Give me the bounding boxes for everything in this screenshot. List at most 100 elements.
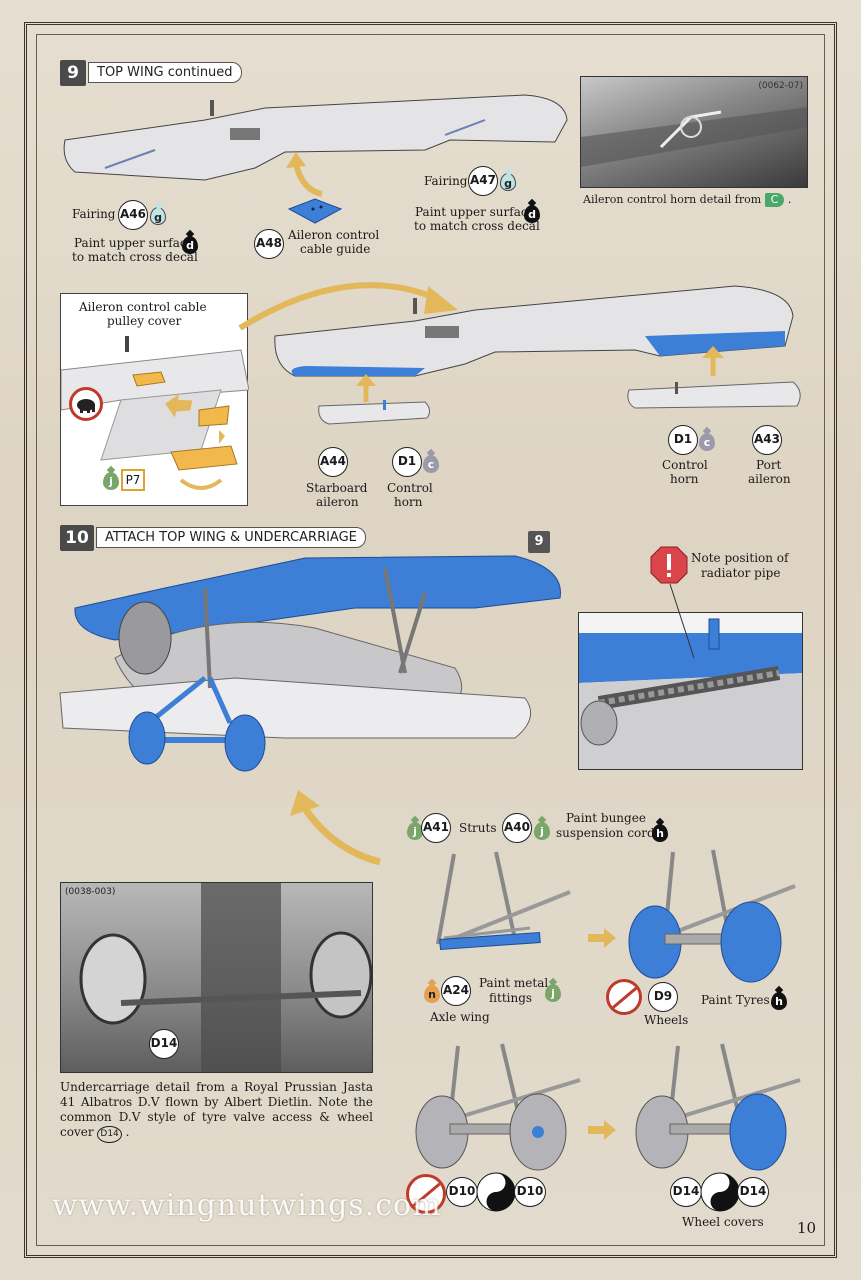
paint-code: j	[109, 475, 113, 488]
bungee-label: Paint bungee	[566, 811, 646, 825]
aircraft-drawing	[59, 555, 561, 772]
paint-j-icon: j	[103, 472, 119, 490]
paint-code: c	[427, 458, 435, 471]
page-number: 10	[797, 1219, 817, 1237]
paint-j-icon: j	[545, 984, 561, 1002]
aileron-guide-label: Aileron control	[288, 228, 380, 242]
page-border-inner	[36, 34, 825, 1246]
part-d10-a: D10	[446, 1177, 478, 1207]
warning-icon	[650, 546, 688, 584]
part-a46: A46	[118, 200, 148, 230]
paint-g-icon: g	[500, 173, 516, 191]
part-d10-b: D10	[514, 1177, 546, 1207]
arrow-icon	[588, 1120, 616, 1140]
part-d1-left: D1	[392, 447, 422, 477]
tyres-label: Paint Tyres	[701, 993, 770, 1007]
control-horn-right-label-2: horn	[670, 472, 699, 486]
photo-caption-text: Aileron control horn detail from	[583, 193, 762, 206]
part-d14-a: D14	[670, 1177, 702, 1207]
paint-h-icon: h	[771, 992, 787, 1010]
part-d1-right: D1	[668, 425, 698, 455]
arrow-icon	[286, 152, 323, 197]
metal-label-2: fittings	[489, 991, 533, 1005]
paint-h-icon: h	[652, 824, 668, 842]
step-title: TOP WING continued	[88, 62, 242, 83]
paint-code: j	[540, 825, 544, 838]
pulley-cover-drawing	[61, 336, 249, 490]
part-a24: A24	[441, 976, 471, 1006]
paint-upper-right-label: Paint upper surface	[415, 205, 535, 219]
website-watermark: www.wingnutwings.com	[52, 1188, 442, 1223]
paint-g-icon: g	[150, 207, 166, 225]
photo-caption: Aileron control horn detail from C .	[583, 193, 791, 207]
pulley-title-2: pulley cover	[107, 314, 182, 328]
paint-code: c	[703, 436, 711, 449]
wheels-assembly-drawing	[628, 849, 796, 983]
port-label: Port	[756, 458, 782, 472]
fairing-left-label: Fairing	[72, 207, 116, 221]
photo-ref: (0038-003)	[65, 887, 116, 897]
arrow-icon	[702, 346, 724, 376]
elephant-icon	[77, 399, 95, 413]
no-glue-icon	[69, 387, 103, 421]
caption-text: Undercarriage detail from a Royal Prussi…	[60, 1080, 373, 1139]
paint-upper-left-label-2: to match cross decal	[72, 250, 198, 264]
paint-code: h	[656, 827, 664, 840]
part-a43: A43	[752, 425, 782, 455]
part-a40: A40	[502, 813, 532, 843]
paint-j-icon: j	[407, 822, 423, 840]
no-glue-icon	[406, 1174, 446, 1214]
struts-label: Struts	[459, 821, 497, 835]
paint-code: d	[528, 208, 536, 221]
paint-d-icon: d	[524, 205, 540, 223]
pulley-cover-inset: Aileron control cable pulley cover j P7	[60, 293, 249, 506]
control-horn-left-label: Control	[387, 481, 433, 495]
metal-label: Paint metal	[479, 976, 549, 990]
fairing-right-label: Fairing	[424, 174, 468, 188]
paint-code: n	[428, 988, 436, 1001]
part-d9: D9	[648, 982, 678, 1012]
strut-assembly-drawing	[436, 851, 571, 951]
part-d14-b: D14	[737, 1177, 769, 1207]
pulley-title: Aileron control cable	[79, 300, 207, 314]
photo-ref: (0062-07)	[758, 81, 803, 91]
arrow-icon	[588, 928, 616, 948]
paint-code: g	[154, 211, 162, 224]
starboard-aileron-drawing	[318, 400, 431, 425]
part-a47: A47	[468, 166, 498, 196]
starboard-label: Starboard	[306, 481, 368, 495]
photo-detail	[581, 107, 807, 167]
page-border-outer	[24, 22, 837, 1258]
photo-detail	[79, 883, 372, 1072]
step-ref-badge: 9	[528, 531, 550, 553]
paint-upper-left-label: Paint upper surface	[74, 236, 194, 250]
part-a48: A48	[254, 229, 284, 259]
arrow-icon	[238, 282, 458, 330]
starboard-label-2: aileron	[316, 495, 359, 509]
paint-c-icon: c	[699, 433, 715, 451]
paint-code: g	[504, 177, 512, 190]
arrow-icon	[356, 374, 376, 402]
paint-code: j	[413, 825, 417, 838]
paint-code: d	[186, 239, 194, 252]
radiator-detail-svg	[579, 618, 802, 769]
photo-part-d14: D14	[149, 1029, 179, 1059]
photo-caption-code: C	[764, 193, 785, 207]
part-p7: P7	[121, 469, 145, 491]
no-glue-slash	[609, 983, 639, 1012]
note-leader-line	[669, 583, 695, 659]
yin-yang-icon	[700, 1172, 740, 1212]
note-label: Note position of	[691, 551, 789, 565]
paint-c-icon: c	[423, 455, 439, 473]
undercarriage-photo: (0038-003) D14	[60, 882, 373, 1073]
step-title: ATTACH TOP WING & UNDERCARRIAGE	[96, 527, 366, 548]
paint-upper-right-label-2: to match cross decal	[414, 219, 540, 233]
top-wing-drawing	[63, 94, 568, 181]
photo-caption: Undercarriage detail from a Royal Prussi…	[60, 1080, 373, 1143]
caption-part: D14	[97, 1126, 122, 1143]
aileron-guide-label-2: cable guide	[300, 242, 371, 256]
arrow-icon	[290, 790, 381, 866]
paint-n-icon: n	[424, 985, 440, 1003]
photo-caption-end: .	[787, 193, 792, 206]
